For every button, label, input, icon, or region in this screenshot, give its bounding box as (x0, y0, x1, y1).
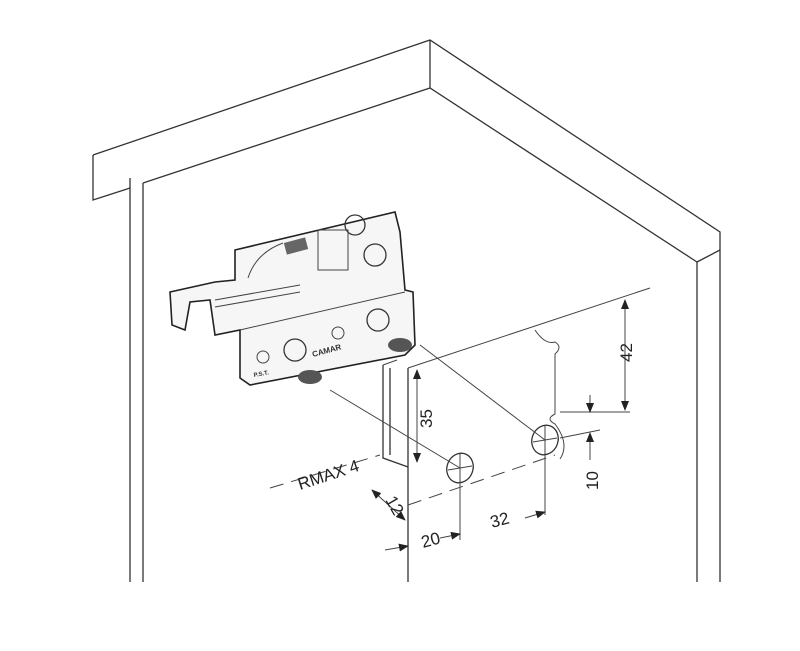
dim-12: 12 (382, 493, 408, 519)
dim-35: 35 (417, 409, 436, 428)
dimension-lines (371, 299, 629, 552)
dim-20: 20 (419, 529, 442, 552)
dim-10: 10 (583, 471, 602, 490)
cabinet-outline (92, 39, 721, 582)
screw-icon (283, 338, 307, 362)
projection-lines (269, 344, 630, 540)
roller-icon (298, 370, 322, 384)
roller-icon (388, 338, 412, 352)
screw-icon (366, 308, 390, 332)
bracket-marking: P.S.T. (253, 370, 269, 379)
dim-42: 42 (617, 343, 636, 362)
runner-bracket: CAMAR P.S.T. (169, 211, 416, 386)
dim-rmax: RMAX 4 (295, 456, 361, 494)
dim-32: 32 (488, 509, 511, 532)
